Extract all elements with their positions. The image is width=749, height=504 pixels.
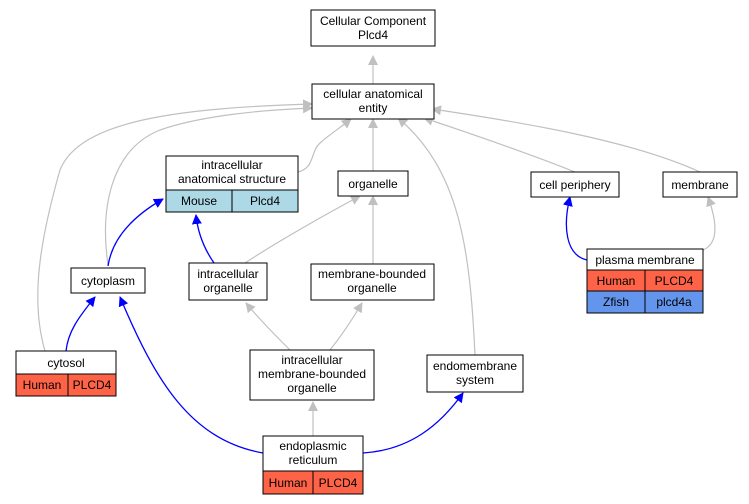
species-label: Human xyxy=(23,378,62,392)
gene-label: PLCD4 xyxy=(319,476,358,490)
node-plasma-membrane[interactable]: plasma membrane Human PLCD4 Zfish plcd4a xyxy=(586,248,704,314)
node-label-line: cell periphery xyxy=(539,178,610,192)
nodes: Cellular Component Plcd4 cellular anatom… xyxy=(15,9,738,495)
node-label-line: cytosol xyxy=(47,356,84,370)
edge-er-part-of-cytoplasm xyxy=(118,296,264,454)
species-label: Zfish xyxy=(603,295,629,309)
node-label-line: endoplasmic xyxy=(279,439,346,453)
node-label-line: cytoplasm xyxy=(81,274,135,288)
node-label-line: entity xyxy=(359,101,388,115)
node-cellular-component[interactable]: Cellular Component Plcd4 xyxy=(310,9,436,47)
node-label-line: Plcd4 xyxy=(358,28,388,42)
gene-cell-mouse xyxy=(231,189,299,213)
node-endoplasmic-reticulum[interactable]: endoplasmic reticulum Human PLCD4 xyxy=(262,435,364,495)
gene-cell-human xyxy=(67,373,117,397)
gene-label: plcd4a xyxy=(656,295,692,309)
node-label-line: organelle xyxy=(347,281,397,295)
edge-imbo-to-mbo xyxy=(329,302,363,351)
node-label-line: endomembrane xyxy=(433,359,517,373)
node-label-line: organelle xyxy=(203,281,253,295)
edges xyxy=(37,55,716,454)
edge-plasma-membrane-to-membrane xyxy=(702,196,716,251)
edge-membrane-to-cae xyxy=(431,105,701,173)
node-cell-periphery[interactable]: cell periphery xyxy=(530,171,620,198)
node-label-line: Cellular Component xyxy=(320,14,427,28)
node-label-line: cellular anatomical xyxy=(323,87,422,101)
edge-plasma-membrane-part-of-cell-periphery xyxy=(562,196,588,261)
node-label-line: membrane-bounded xyxy=(258,367,366,381)
gene-cell-human xyxy=(312,470,364,495)
species-label: Human xyxy=(597,274,636,288)
edge-cytoplasm-part-of-ias xyxy=(107,198,164,267)
edge-cytoplasm-to-cae xyxy=(104,103,313,266)
node-cytosol[interactable]: cytosol Human PLCD4 xyxy=(15,350,117,397)
node-intracellular-organelle[interactable]: intracellular organelle xyxy=(188,262,268,301)
edge-er-part-of-endomembrane xyxy=(362,392,464,454)
node-label-line: reticulum xyxy=(289,453,338,467)
edge-ias-to-cae xyxy=(297,118,352,173)
gene-label: Plcd4 xyxy=(250,194,280,208)
edge-imbo-to-intracellular-organelle xyxy=(245,302,291,351)
edge-cytosol-part-of-cytoplasm xyxy=(65,296,96,352)
node-label-line: intracellular xyxy=(197,267,258,281)
node-membrane-bounded-organelle[interactable]: membrane-bounded organelle xyxy=(310,263,435,301)
gene-label: PLCD4 xyxy=(655,274,694,288)
edge-intracellular-organelle-to-organelle xyxy=(244,195,361,264)
node-label-line: membrane xyxy=(671,178,729,192)
node-label-line: intracellular xyxy=(281,353,342,367)
gene-label: PLCD4 xyxy=(73,378,112,392)
node-label-line: organelle xyxy=(287,381,337,395)
node-organelle[interactable]: organelle xyxy=(337,170,409,197)
edge-endomembrane-to-cae xyxy=(397,117,476,356)
species-label: Human xyxy=(269,476,308,490)
node-cytoplasm[interactable]: cytoplasm xyxy=(70,267,146,294)
node-intracellular-anatomical-structure[interactable]: intracellular anatomical structure Mouse… xyxy=(165,155,299,213)
gene-cell-zfish xyxy=(644,290,704,314)
node-label-line: membrane-bounded xyxy=(318,267,426,281)
node-intracellular-membrane-bounded-organelle[interactable]: intracellular membrane-bounded organelle xyxy=(249,349,375,401)
edge-io-part-of-ias xyxy=(191,214,215,264)
node-membrane[interactable]: membrane xyxy=(662,171,738,198)
node-label-line: intracellular xyxy=(201,158,262,172)
node-label-line: system xyxy=(456,373,494,387)
node-label-line: plasma membrane xyxy=(595,253,695,267)
species-label: Mouse xyxy=(181,194,217,208)
edge-cell-periphery-to-cae xyxy=(423,116,576,173)
node-endomembrane-system[interactable]: endomembrane system xyxy=(426,354,524,393)
node-label-line: anatomical structure xyxy=(178,172,286,186)
node-label-line: organelle xyxy=(348,177,398,191)
edge-cytosol-to-cae xyxy=(37,99,313,352)
node-cellular-anatomical-entity[interactable]: cellular anatomical entity xyxy=(311,83,435,120)
